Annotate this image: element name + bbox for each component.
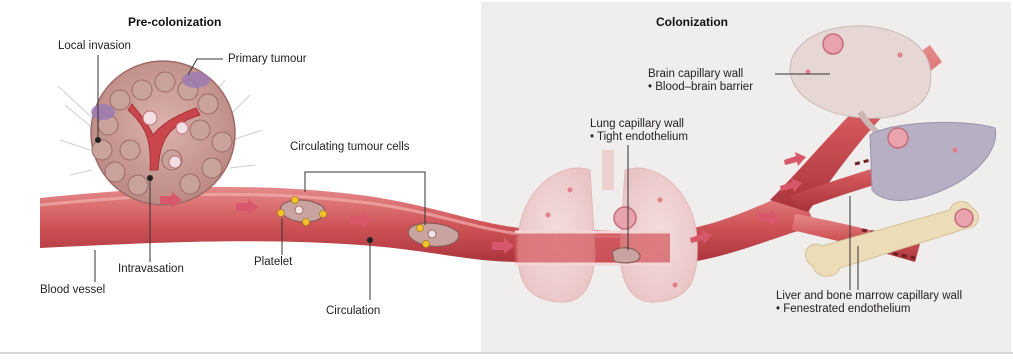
label-primary-tumour: Primary tumour [228,53,307,66]
primary-tumour-mass [91,61,235,205]
lung-capillary-segment [515,232,670,264]
platelet-dot [303,219,310,226]
platelet-dot [292,197,299,204]
label-intravasation: Intravasation [118,263,184,276]
platelet-dot [320,211,327,218]
platelet-dot [417,225,424,232]
label-blood-vessel: Blood vessel [40,284,105,297]
label-brain-wall-detail: • Blood–brain barrier [648,81,753,94]
label-brain-wall-title: Brain capillary wall [648,68,743,81]
tumour-cell-in-lung-vessel [612,248,640,263]
label-liver-wall-detail: • Fenestrated endothelium [776,303,910,316]
label-local-invasion: Local invasion [58,40,131,53]
platelet-dot [423,241,430,248]
section-pre-colonization: Pre-colonization [128,15,221,29]
label-circulating-tumour-cells: Circulating tumour cells [290,141,410,154]
label-liver-wall-title: Liver and bone marrow capillary wall [776,290,962,303]
label-circulation: Circulation [326,305,380,318]
label-lung-wall-detail: • Tight endothelium [590,131,688,144]
platelet-dot [278,210,285,217]
section-colonization: Colonization [656,15,728,29]
label-lung-wall-title: Lung capillary wall [590,118,684,131]
label-platelet: Platelet [254,256,292,269]
